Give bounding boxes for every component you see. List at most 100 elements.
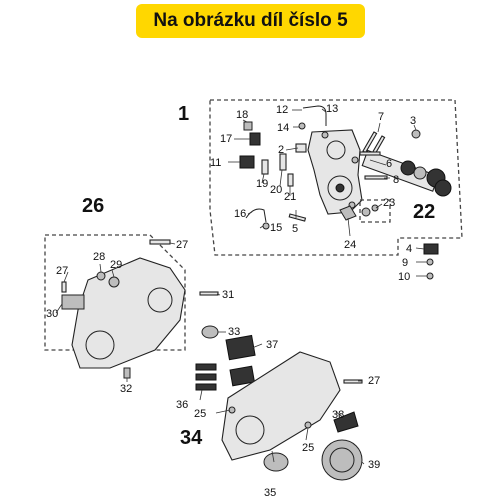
callout-23: 23 [383, 197, 395, 209]
fan-cover-39 [321, 439, 363, 481]
clip-14 [298, 122, 306, 130]
pin-20 [279, 153, 287, 171]
callout-12: 12 [276, 104, 288, 116]
part-10 [426, 272, 434, 280]
callout-20: 20 [270, 184, 282, 196]
cover-bore-large [327, 175, 353, 201]
header-title: Na obrázku díl číslo 5 [153, 10, 348, 31]
callout-29: 29 [110, 259, 122, 271]
washer-23 [361, 207, 371, 217]
bolt-8 [364, 175, 388, 180]
callout-14: 14 [277, 122, 289, 134]
callout-32: 32 [120, 383, 132, 395]
callout-9: 9 [402, 257, 408, 269]
callout-3: 3 [410, 115, 416, 127]
group-number-34: 34 [180, 427, 203, 449]
callout-33: 33 [228, 326, 240, 338]
part-18 [243, 121, 253, 131]
cover-housing [307, 129, 363, 215]
group-1-frame [209, 99, 463, 256]
group-number-1: 1 [178, 103, 189, 125]
callout-28: 28 [93, 251, 105, 263]
callout-10: 10 [398, 271, 410, 283]
roller-36 [195, 363, 217, 371]
part-30 [61, 294, 85, 310]
callout-25-b: 25 [302, 442, 314, 454]
callout-24: 24 [344, 239, 356, 251]
callout-13: 13 [326, 103, 338, 115]
bolt-27a [149, 239, 171, 245]
leader-lines [55, 108, 427, 465]
callout-38: 38 [332, 409, 344, 421]
part-4 [423, 243, 439, 255]
callout-30: 30 [46, 308, 58, 320]
callout-19: 19 [256, 178, 268, 190]
fan-cover-39-inner [329, 447, 355, 473]
callout-31: 31 [222, 289, 234, 301]
callout-11: 11 [210, 157, 221, 169]
callout-21: 21 [284, 191, 296, 203]
cover-shaft-hole [335, 183, 345, 193]
callout-7: 7 [378, 111, 384, 123]
bolt-27b [61, 281, 67, 293]
seal-ring [413, 166, 427, 180]
elbow-pipe-16 [245, 208, 267, 223]
group-22-frame [359, 199, 391, 223]
callout-27-b: 27 [56, 265, 68, 277]
clamp-15 [262, 222, 270, 230]
gear-small [434, 179, 452, 197]
bearing-33 [201, 325, 219, 339]
callout-27-a: 27 [176, 239, 188, 251]
belt-segment-37 [225, 334, 256, 361]
breather-pipe [302, 105, 327, 126]
sensor-11 [239, 155, 255, 169]
outer-cover [221, 351, 341, 461]
plug-3 [411, 129, 421, 139]
group-26-frame [44, 234, 186, 351]
callout-18: 18 [236, 109, 248, 121]
roller-36c [195, 383, 217, 391]
callout-2: 2 [278, 144, 284, 156]
screw-25b [304, 421, 312, 429]
bearing [400, 160, 416, 176]
group-number-22: 22 [413, 201, 435, 223]
callout-37: 37 [266, 339, 278, 351]
bolt-32 [123, 367, 131, 379]
inner-cover [71, 257, 186, 369]
callout-15: 15 [270, 222, 282, 234]
cover-bore [326, 140, 346, 160]
part-17 [249, 132, 261, 146]
part-28 [96, 271, 106, 281]
callout-6: 6 [386, 158, 392, 170]
output-shaft [361, 149, 439, 192]
part-29 [108, 276, 120, 288]
callout-27-c: 27 [368, 375, 380, 387]
callout-17: 17 [220, 133, 232, 145]
group-number-26: 26 [82, 195, 104, 217]
part-38 [333, 411, 359, 433]
callout-16: 16 [234, 208, 246, 220]
roller-36b [195, 373, 217, 381]
callout-35: 35 [264, 487, 276, 499]
callout-5: 5 [292, 223, 298, 235]
bolt-31 [199, 291, 219, 296]
outer-cover-bore [235, 415, 265, 445]
callout-4: 4 [406, 243, 412, 255]
bolt-6 [359, 151, 381, 156]
bolt-hole [351, 156, 359, 164]
filter-35 [263, 452, 289, 472]
header-banner: Na obrázku díl číslo 5 [136, 4, 365, 38]
inner-cover-bore-2 [147, 287, 173, 313]
inner-cover-bore [85, 330, 115, 360]
part-24 [339, 205, 357, 221]
bolt-hole [321, 131, 329, 139]
washer-23b [371, 204, 379, 212]
bolt-27c [343, 379, 363, 384]
callout-36: 36 [176, 399, 188, 411]
callout-25-a: 25 [194, 408, 206, 420]
bolt-21 [287, 173, 294, 187]
pin-19 [261, 159, 269, 175]
bolt-5 [288, 213, 307, 222]
callout-39: 39 [368, 459, 380, 471]
